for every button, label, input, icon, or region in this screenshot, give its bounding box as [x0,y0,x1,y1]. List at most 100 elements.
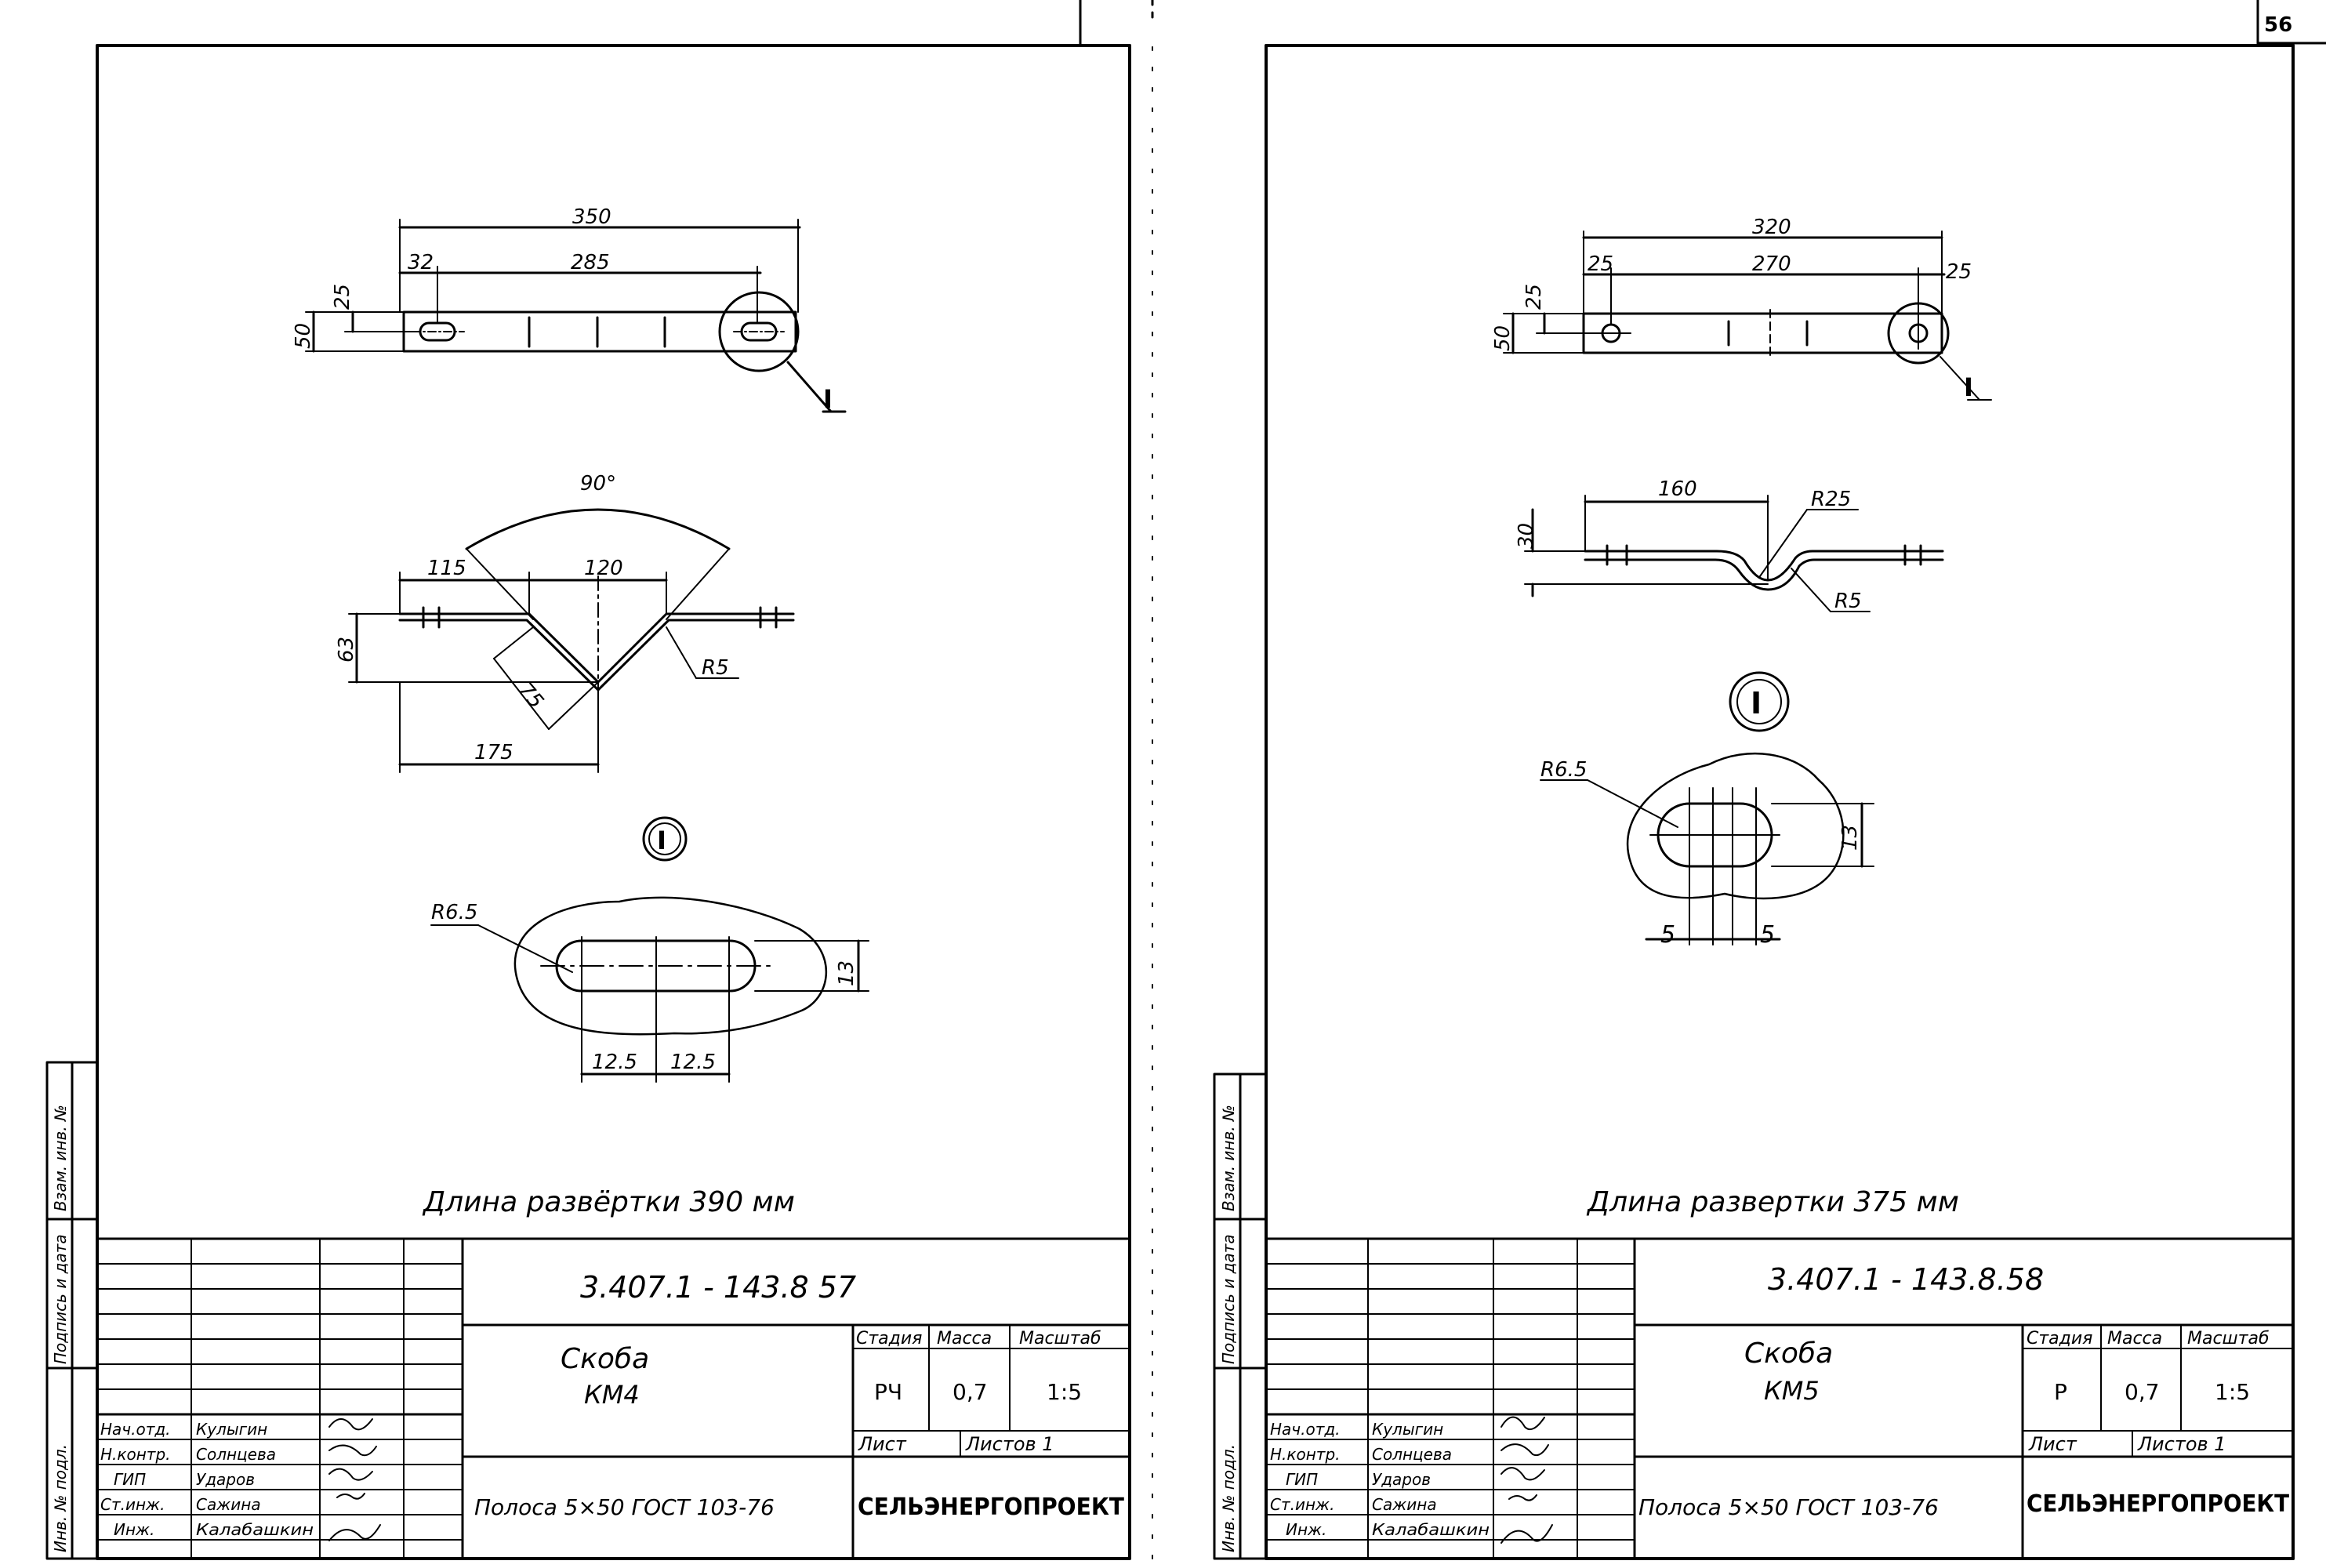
sig-role: ГИП [1286,1470,1318,1489]
slot-half-left: 12.5 [592,1051,637,1074]
sig-role: Н.контр. [1270,1445,1341,1464]
detail-view [1540,671,1874,946]
sig-name: Ударов [1372,1470,1431,1489]
sig-name: Калабашкин [1372,1520,1490,1539]
dim-right-offset: 25 [1946,260,1972,284]
sig-name: Ударов [196,1470,255,1489]
item-name-1: Скоба [561,1343,649,1375]
dim-left-offset: 25 [1588,252,1613,276]
doc-number: 3.407.1 - 143.8.58 [1768,1262,2044,1297]
sheet-label: Лист [2028,1433,2077,1455]
side-stamp-label-2: Подпись и дата [51,1234,70,1364]
sheet-label: Лист [858,1433,907,1455]
radius-top: R25 [1811,488,1851,511]
side-stamp-label-3: Взам. инв. № [51,1105,70,1211]
side-stamp-label-1: Инв. № подл. [1219,1444,1238,1552]
sig-name: Кулыгин [1372,1420,1443,1439]
header-mass: Масса [937,1329,992,1348]
header-mass: Масса [2107,1329,2162,1348]
side-stamp [1213,1073,1268,1560]
value-stage: РЧ [874,1379,902,1405]
header-scale: Масштаб [1019,1329,1101,1348]
detail-title: I [1751,686,1762,720]
sig-role: ГИП [114,1470,146,1489]
sig-role: Инж. [1286,1520,1326,1539]
dim-hole-offset: 25 [1522,284,1546,310]
detail-view [430,816,869,1083]
sig-role: Инж. [114,1520,154,1539]
sig-role: Ст.инж. [100,1495,165,1514]
side-stamp-label-2: Подпись и дата [1219,1234,1238,1364]
sig-name: Сажина [1372,1495,1437,1514]
header-scale: Масштаб [2187,1329,2270,1348]
signature-roles: Нач.отд. Н.контр. ГИП Ст.инж. Инж. Кулыг… [100,1420,314,1539]
profile-view [1524,495,1944,612]
item-name-2: КМ5 [1764,1376,1820,1406]
title-block [96,1237,1131,1560]
sig-role: Нач.отд. [100,1420,171,1439]
sheet-km5: Инв. № подл. Подпись и дата Взам. инв. № [1213,44,2295,1560]
page-number: 56 [2264,13,2292,37]
sig-role: Ст.инж. [1270,1495,1334,1514]
detail-title: I [657,826,666,855]
sig-role: Нач.отд. [1270,1420,1341,1439]
value-mass: 0,7 [2125,1379,2160,1405]
dim-hole-span: 270 [1752,252,1791,276]
sig-name: Солнцева [1372,1445,1452,1464]
sig-name: Калабашкин [196,1520,314,1539]
sig-name: Кулыгин [196,1420,267,1439]
doc-number: 3.407.1 - 143.8 57 [580,1270,856,1305]
slot-radius: R6.5 [1540,758,1587,782]
value-stage: Р [2054,1379,2067,1405]
slot-height: 13 [1838,825,1862,851]
dim-hole-span: 285 [571,251,610,274]
dim-hole-offset: 25 [331,284,354,310]
header-stage: Стадия [2027,1329,2092,1348]
side-stamp-label-3: Взам. инв. № [1219,1105,1238,1211]
item-name-1: Скоба [1744,1338,1833,1370]
development-length: Длина развертки 375 мм [1586,1186,1959,1218]
dim-leg-b: 120 [584,557,623,580]
dim-diag: 75 [513,678,548,713]
material: Полоса 5×50 ГОСТ 103-76 [1638,1494,1939,1520]
item-name-2: КМ4 [584,1380,640,1410]
header-stage: Стадия [856,1329,922,1348]
dim-overall: 320 [1752,216,1791,239]
slot-radius: R6.5 [431,901,477,924]
plan-view [305,219,847,413]
detail-ref: I [1964,372,1973,402]
dim-overall: 350 [572,205,611,229]
sheet-frame [96,44,1131,1560]
value-mass: 0,7 [953,1379,988,1405]
title-block [1265,1237,2295,1560]
side-stamp-label-1: Инв. № подл. [51,1444,70,1552]
dim-base: 175 [474,741,513,764]
value-scale: 1:5 [2215,1379,2250,1405]
sheets-label: Листов 1 [965,1433,1054,1455]
sheet-km4: Инв. № подл. Подпись и дата Взам. инв. № [45,44,1131,1560]
angle-label: 90° [580,472,616,495]
dim-left-offset: 32 [408,251,434,274]
organization: СЕЛЬЭНЕРГОПРОЕКТ [2027,1490,2289,1518]
profile-view [348,508,795,773]
organization: СЕЛЬЭНЕРГОПРОЕКТ [858,1494,1125,1521]
sheet-edge-marks [1079,0,2326,1568]
side-stamp [45,1061,99,1560]
sig-name: Сажина [196,1495,261,1514]
detail-ref: I [823,384,833,414]
slot-half-right: 5 [1760,921,1775,949]
development-length: Длина развёртки 390 мм [422,1186,795,1218]
dim-height: 30 [1515,523,1538,549]
signature-roles: Нач.отд. Н.контр. ГИП Ст.инж. Инж. Кулыг… [1270,1420,1490,1539]
material: Полоса 5×50 ГОСТ 103-76 [474,1494,775,1520]
dim-width: 50 [292,323,315,349]
dim-flat: 160 [1658,477,1697,501]
sig-name: Солнцева [196,1445,276,1464]
radius-bottom: R5 [1834,590,1862,613]
slot-half-right: 12.5 [670,1051,716,1074]
slot-half-left: 5 [1660,921,1675,949]
plan-view [1503,230,1992,401]
sheets-label: Листов 1 [2137,1433,2226,1455]
radius-bend: R5 [702,656,729,680]
